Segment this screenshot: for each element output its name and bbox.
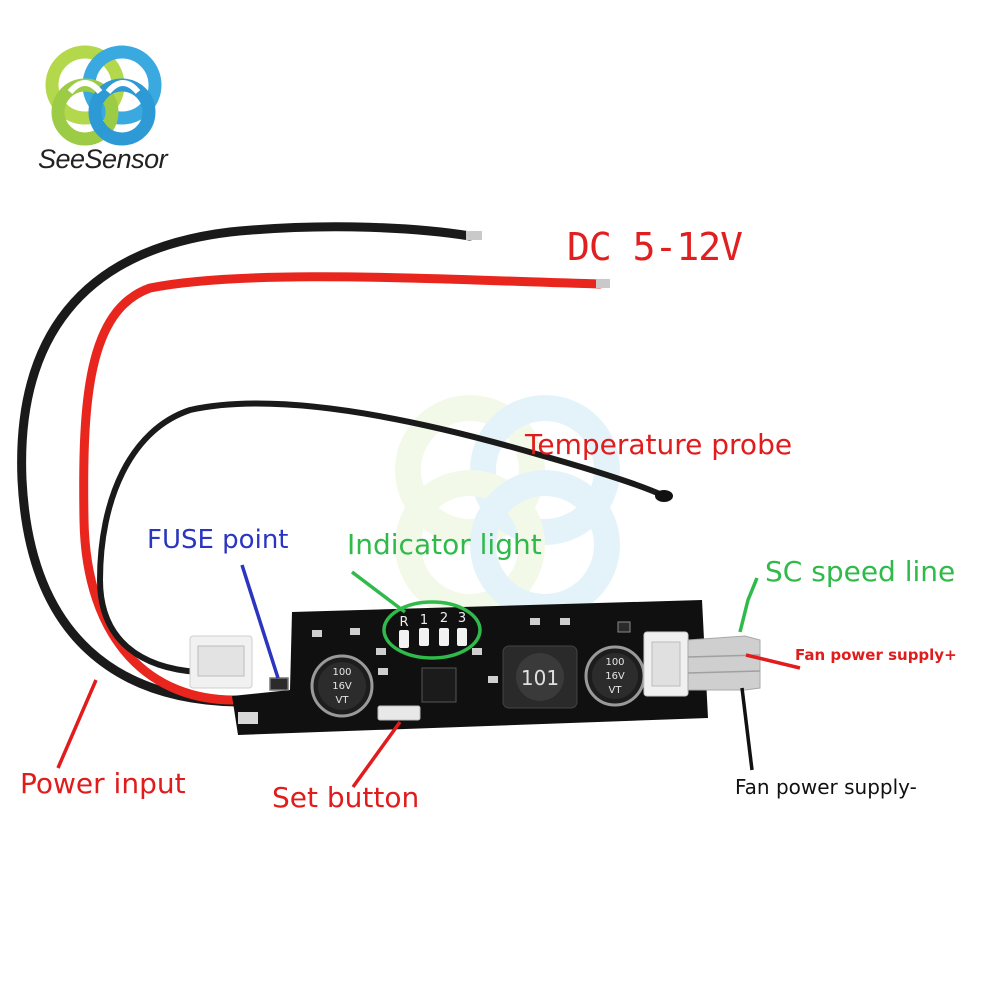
fuse-point-component — [269, 677, 289, 691]
fan-power-supply-plus-label: Fan power supply+ — [795, 646, 957, 664]
svg-text:101: 101 — [521, 666, 559, 690]
svg-text:R: R — [399, 615, 408, 630]
svg-text:100: 100 — [332, 667, 351, 678]
power-input-label: Power input — [20, 767, 186, 800]
set-button-label: Set button — [272, 781, 420, 814]
left-capacitor: 100 16V VT — [310, 654, 374, 718]
set-button-component — [377, 705, 421, 721]
inductor: 101 — [502, 645, 578, 709]
power-input-red-wire — [79, 272, 605, 705]
temperature-probe-head — [655, 490, 673, 502]
svg-text:16V: 16V — [332, 681, 352, 692]
voltage-label: DC 5-12V — [567, 225, 743, 269]
temperature-probe-label: Temperature probe — [525, 428, 793, 461]
pcb-board: 100 16V VT R 1 2 3 — [189, 600, 761, 735]
seesensor-logo-icon — [45, 45, 162, 146]
black-wire-tip — [466, 231, 482, 240]
callout-pointers — [56, 564, 801, 789]
brand-name: SeeSensor — [38, 144, 168, 174]
sc-speed-line-label: SC speed line — [765, 555, 956, 588]
right-capacitor: 100 16V VT — [584, 645, 646, 707]
fan-power-supply-minus-label: Fan power supply- — [735, 775, 917, 799]
svg-text:16V: 16V — [605, 671, 625, 682]
fuse-point-label: FUSE point — [147, 525, 289, 555]
svg-text:1: 1 — [420, 613, 428, 628]
red-wire-tip — [596, 279, 610, 288]
indicator-light-label: Indicator light — [347, 528, 542, 561]
svg-text:VT: VT — [609, 685, 623, 696]
controller-chip — [421, 667, 457, 703]
svg-text:VT: VT — [336, 695, 350, 706]
svg-text:3: 3 — [458, 611, 466, 626]
indicator-leds: R 1 2 3 — [399, 611, 467, 648]
power-input-black-wire — [17, 222, 475, 707]
fan-ribbon-cable — [687, 635, 761, 691]
svg-text:2: 2 — [440, 611, 448, 626]
temperature-probe-wire — [96, 400, 665, 675]
svg-text:100: 100 — [605, 657, 624, 668]
